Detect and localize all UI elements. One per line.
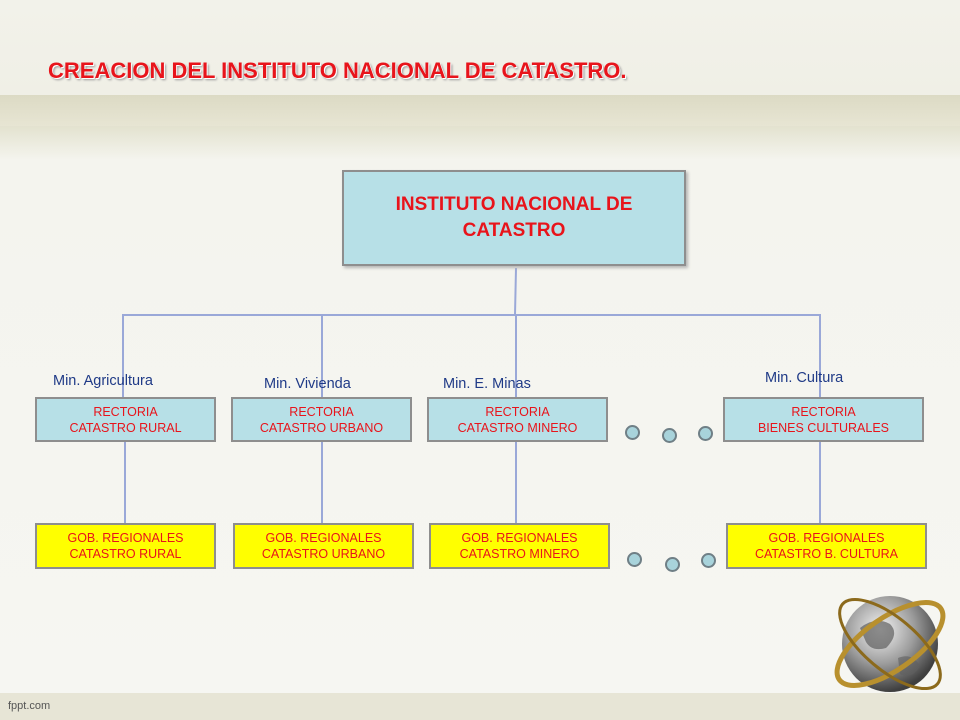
rectoria-box-urbano: RECTORIA CATASTRO URBANO <box>231 397 412 442</box>
gob-box-urbano: GOB. REGIONALES CATASTRO URBANO <box>233 523 414 569</box>
footer-label: fppt.com <box>8 700 51 712</box>
ellipsis-dot <box>625 425 640 440</box>
ellipsis-dot <box>698 426 713 441</box>
instituto-label: INSTITUTO NACIONAL DE CATASTRO <box>395 194 633 241</box>
gob-box-rural: GOB. REGIONALES CATASTRO RURAL <box>35 523 216 569</box>
rectoria-box-bienes-culturales: RECTORIA BIENES CULTURALES <box>723 397 924 442</box>
instituto-box: INSTITUTO NACIONAL DE CATASTRO <box>342 170 686 266</box>
rectoria-box-minero: RECTORIA CATASTRO MINERO <box>427 397 608 442</box>
globe-icon <box>834 596 946 692</box>
rectoria-box-rural: RECTORIA CATASTRO RURAL <box>35 397 216 442</box>
ministry-label-agricultura: Min. Agricultura <box>53 373 153 389</box>
header-band <box>0 95 960 126</box>
ministry-label-vivienda: Min. Vivienda <box>264 376 351 392</box>
slide-title: CREACION DEL INSTITUTO NACIONAL DE CATAS… <box>48 58 627 83</box>
footer-band <box>0 693 960 720</box>
ministry-label-minas: Min. E. Minas <box>443 376 531 392</box>
ellipsis-dot <box>662 428 677 443</box>
connector-trunk <box>514 267 517 316</box>
gob-box-bienes-culturales: GOB. REGIONALES CATASTRO B. CULTURA <box>726 523 927 569</box>
ellipsis-dot <box>665 557 680 572</box>
ellipsis-dot <box>701 553 716 568</box>
gob-box-minero: GOB. REGIONALES CATASTRO MINERO <box>429 523 610 569</box>
ministry-label-cultura: Min. Cultura <box>765 370 844 386</box>
ellipsis-dot <box>627 552 642 567</box>
